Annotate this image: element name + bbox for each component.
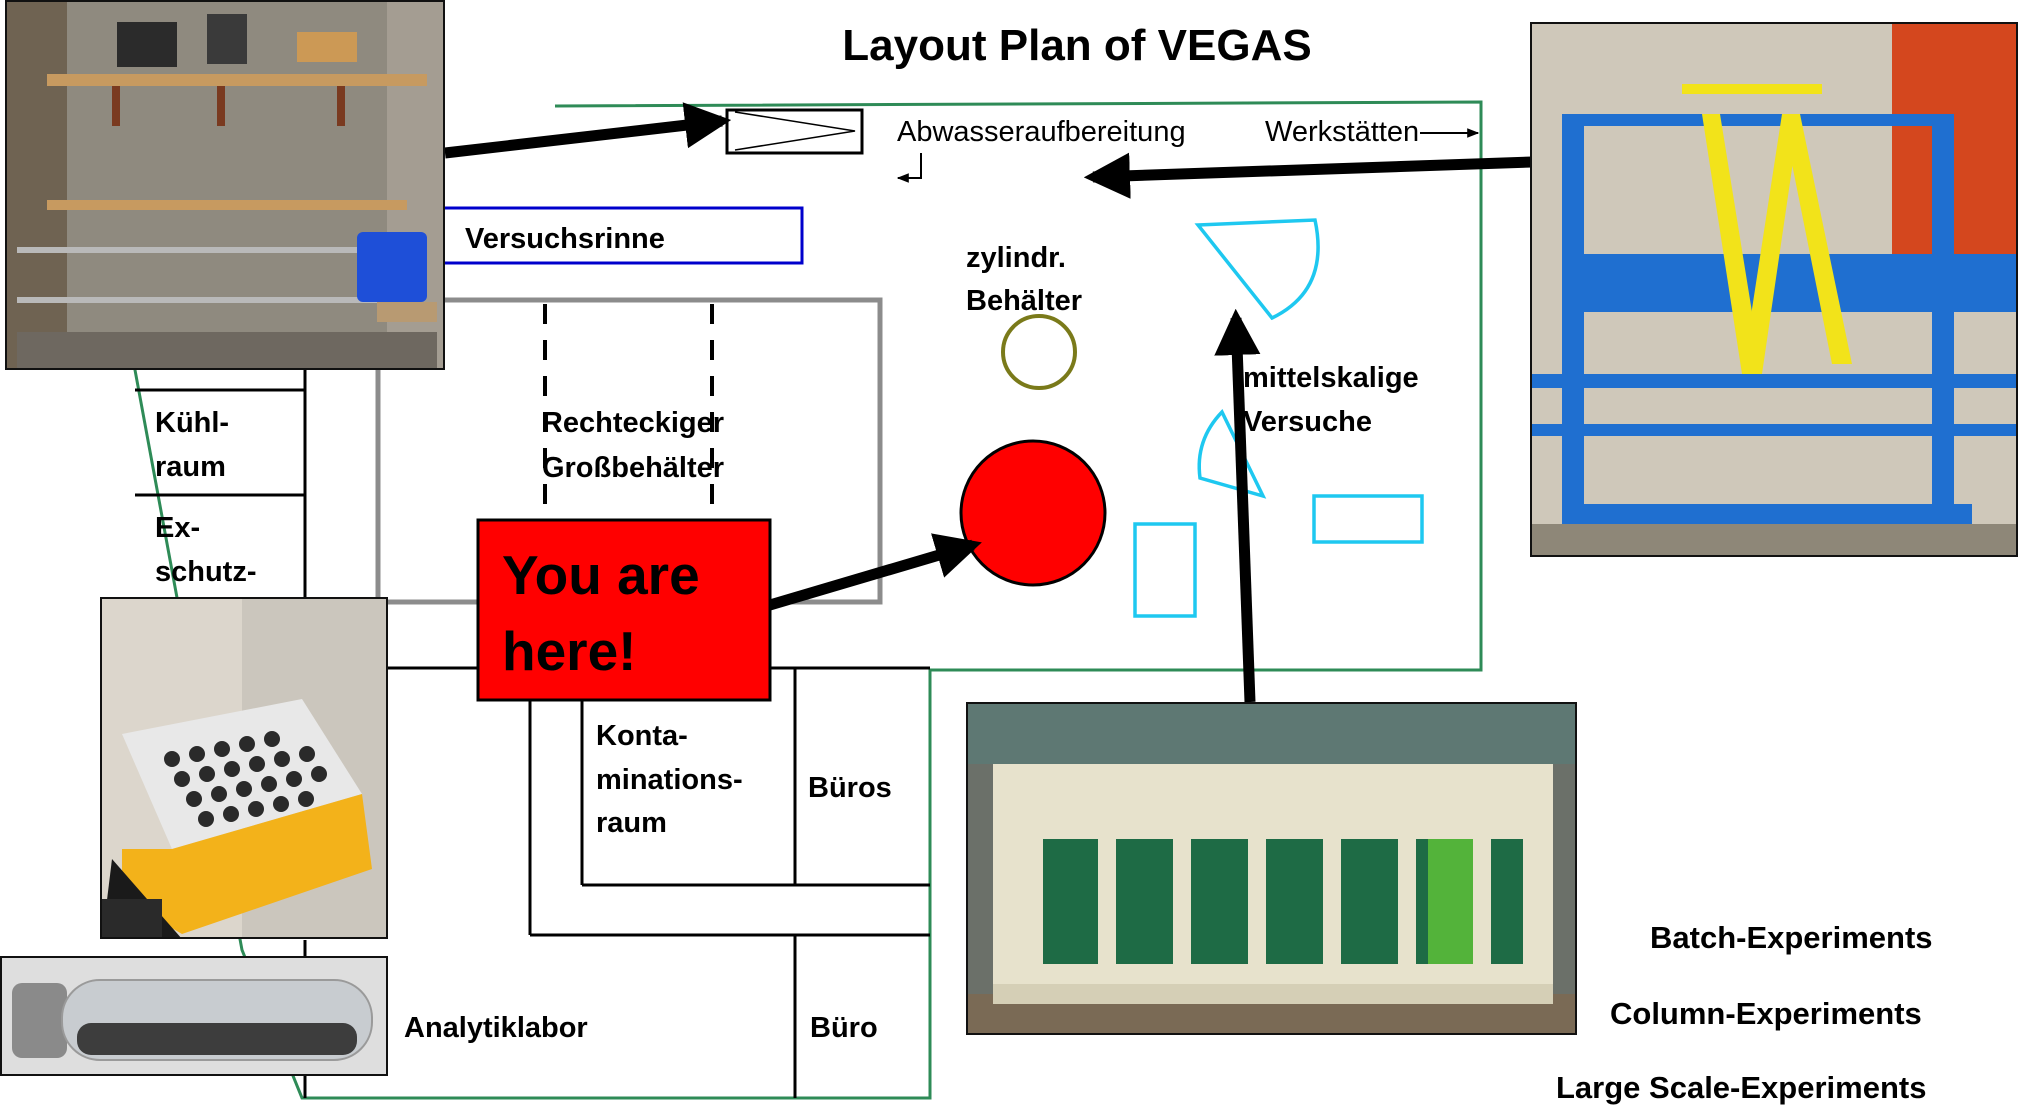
legend-column-experiments: Column-Experiments xyxy=(1610,996,1922,1031)
label-konta: Konta- xyxy=(596,720,688,752)
label-bueros: Büros xyxy=(808,772,892,804)
callout-line-2: here! xyxy=(502,620,637,682)
dashed-dividers xyxy=(543,304,714,520)
arrow-to-abwasser xyxy=(444,102,732,159)
label-werkstaetten: Werkstätten xyxy=(1265,116,1419,148)
photo-column-experiment-setup xyxy=(5,0,445,370)
callout-line-1: You are xyxy=(502,544,700,606)
photo-sample-vial xyxy=(0,956,388,1076)
label-versuchsrinne: Versuchsrinne xyxy=(465,223,665,255)
diagram-title: Layout Plan of VEGAS xyxy=(842,21,1311,70)
arrow-to-red-circle xyxy=(768,533,982,611)
versuchsrinne-box xyxy=(438,206,804,265)
you-are-here-target xyxy=(959,439,1107,587)
legend-large-scale-experiments: Large Scale-Experiments xyxy=(1556,1070,1927,1105)
mittelskalige-versuche-shapes xyxy=(1133,218,1424,618)
label-kuehl: Kühl- xyxy=(155,407,229,439)
label-grossbehaelter: Großbehälter xyxy=(542,452,724,484)
abwasser-tank xyxy=(725,108,864,155)
building-outline xyxy=(133,100,1483,1100)
label-mittelskalige: mittelskalige xyxy=(1243,362,1419,394)
photo-shelf-drawing xyxy=(7,2,443,368)
label-buero: Büro xyxy=(810,1012,878,1044)
room-walls xyxy=(135,370,930,1098)
photo-medium-scale-frame xyxy=(1530,22,2018,557)
photo-vial-drawing xyxy=(2,958,386,1074)
you-are-here-callout xyxy=(476,518,772,702)
label-minations: minations- xyxy=(596,764,743,796)
photo-container-drawing xyxy=(968,704,1575,1033)
arrow-to-werkstatt-area xyxy=(1083,152,1533,199)
photo-shaker-drawing xyxy=(102,599,386,937)
label-rechteckiger: Rechteckiger xyxy=(542,407,724,439)
label-ex: Ex- xyxy=(155,512,200,544)
label-kuehl-raum: raum xyxy=(155,451,226,483)
label-zylindr: zylindr. xyxy=(966,242,1066,274)
photo-batch-shaker xyxy=(100,597,388,939)
label-versuche: Versuche xyxy=(1243,406,1372,438)
zylindrischer-behaelter xyxy=(1001,314,1077,390)
small-return-arrow xyxy=(896,153,922,183)
arrow-to-cyan-shape xyxy=(1214,308,1261,703)
pointer-arrows xyxy=(444,102,1533,703)
abwasser-symbol xyxy=(734,111,856,151)
label-exschutz: schutz- xyxy=(155,556,257,588)
legend-batch-experiments: Batch-Experiments xyxy=(1650,920,1933,955)
photo-frame-drawing xyxy=(1532,24,2016,555)
photo-large-scale-container xyxy=(966,702,1577,1035)
label-analytiklabor: Analytiklabor xyxy=(404,1012,588,1044)
label-behaelter: Behälter xyxy=(966,285,1082,317)
label-raum: raum xyxy=(596,807,667,839)
label-abwasseraufbereitung: Abwasseraufbereitung xyxy=(897,116,1186,148)
